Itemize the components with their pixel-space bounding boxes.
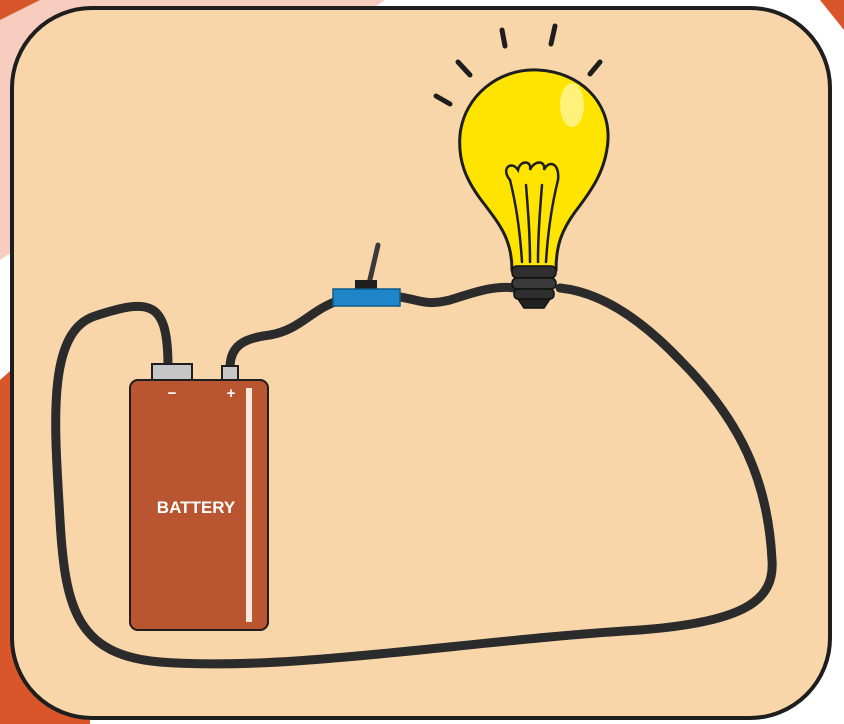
bulb-base [511,265,557,309]
circuit-wires [51,282,777,669]
background-orange-corner-top-left [0,0,40,20]
battery-body [129,379,269,631]
switch-base [332,288,401,307]
battery-negative-symbol: − [168,385,177,402]
bulb-filament [504,161,560,264]
battery-label: BATTERY [157,498,236,517]
wire-switch-to-bulb [395,282,520,307]
background-orange-corner-top-right [820,0,844,30]
toggle-switch-icon [332,242,401,307]
bulb-highlight [560,83,584,127]
battery: − + BATTERY [129,363,269,631]
battery-positive-symbol: + [227,385,236,402]
wire-positive-to-switch [225,295,345,373]
light-bulb-icon [433,23,610,309]
light-rays [433,23,603,107]
wire-negative-loop [51,283,777,669]
battery-stripe [246,388,252,622]
